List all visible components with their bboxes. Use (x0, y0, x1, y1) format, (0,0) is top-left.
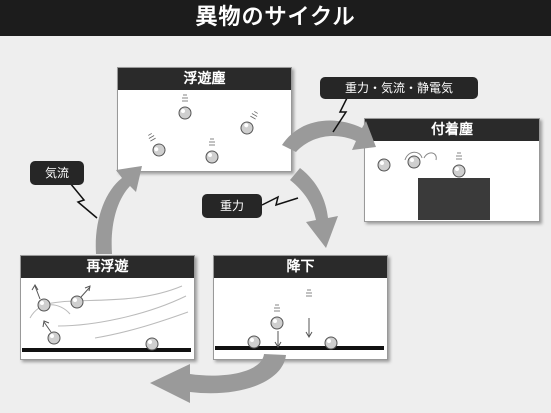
arrow-falling-to-refloating (150, 354, 286, 403)
page-title: 異物のサイクル (0, 0, 551, 36)
arrow-refloating-to-floating (95, 166, 142, 254)
callout-settle-cause: 重力・気流・静電気 (320, 77, 478, 99)
connector-settle-cause (332, 97, 348, 133)
callout-airflow: 気流 (30, 161, 84, 185)
cycle-arrows (95, 120, 376, 403)
connector-gravity (261, 195, 299, 207)
callout-gravity: 重力 (202, 194, 262, 218)
panel-refloating-title: 再浮遊 (21, 256, 194, 278)
panel-falling: 降下 (213, 255, 388, 360)
panel-falling-title: 降下 (214, 256, 387, 278)
arrow-floating-to-falling (290, 168, 338, 248)
falling-content (215, 289, 384, 350)
floating-particles (147, 94, 259, 164)
dark-surface (418, 178, 490, 220)
connector-airflow (69, 182, 98, 219)
panel-floating-dust-title: 浮遊塵 (118, 68, 291, 90)
arrow-floating-to-settled (282, 120, 376, 152)
callout-connectors (69, 97, 348, 219)
panel-settled-dust-title: 付着塵 (365, 119, 539, 141)
settled-content (377, 151, 490, 220)
refloating-content (22, 284, 191, 352)
panel-floating-dust: 浮遊塵 (117, 67, 292, 172)
